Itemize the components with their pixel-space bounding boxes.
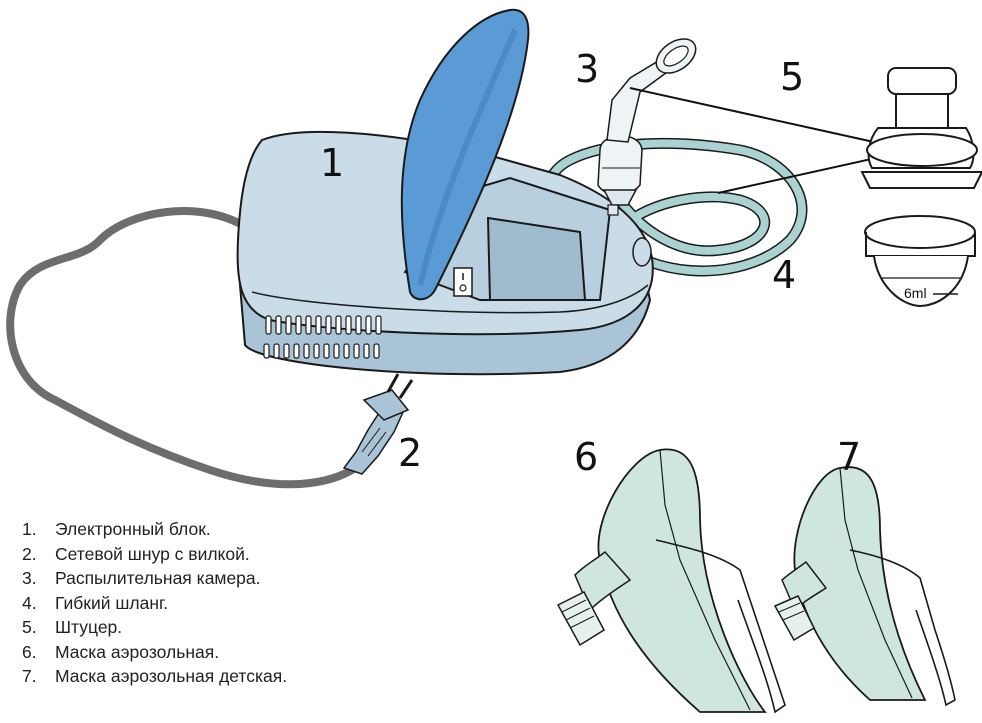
- vent-slot: [374, 344, 379, 358]
- vent-slot: [304, 344, 309, 358]
- vent-slot: [296, 316, 301, 334]
- legend-item: 5.Штуцер.: [22, 615, 287, 640]
- callout-7: 7: [837, 435, 861, 479]
- vent-slot: [326, 316, 331, 334]
- vent-slot: [314, 344, 319, 358]
- adult-mask: [558, 449, 785, 712]
- callout-1: 1: [320, 141, 344, 185]
- vent-slot: [344, 344, 349, 358]
- vent-slot: [324, 344, 329, 358]
- parts-legend: 1.Электронный блок. 2.Сетевой шнур с вил…: [22, 517, 287, 689]
- legend-item: 7.Маска аэрозольная детская.: [22, 664, 287, 689]
- vent-slot: [264, 344, 269, 358]
- power-switch: [454, 268, 472, 296]
- medication-cup: 6ml: [865, 216, 975, 306]
- callout-3: 3: [575, 47, 599, 91]
- vent-slot: [274, 344, 279, 358]
- cup-scale-label: 6ml: [904, 285, 927, 301]
- vent-slot: [266, 316, 271, 334]
- legend-item: 1.Электронный блок.: [22, 517, 287, 542]
- vent-slot: [366, 316, 371, 334]
- callout-5: 5: [780, 55, 804, 99]
- vent-slot: [284, 344, 289, 358]
- vent-slot: [336, 316, 341, 334]
- vent-slot: [286, 316, 291, 334]
- callout-6: 6: [574, 435, 598, 479]
- vent-slot: [334, 344, 339, 358]
- legend-item: 4.Гибкий шланг.: [22, 591, 287, 616]
- vent-slot: [356, 316, 361, 334]
- vent-slot: [294, 344, 299, 358]
- nebulizer-chamber: [598, 32, 702, 215]
- fitting-adapter: [862, 68, 982, 188]
- vent-slot: [364, 344, 369, 358]
- child-mask: [775, 467, 955, 705]
- legend-item: 3.Распылительная камера.: [22, 566, 287, 591]
- vent-slot: [316, 316, 321, 334]
- vent-slot: [346, 316, 351, 334]
- vent-slot: [376, 316, 381, 334]
- vent-slot: [306, 316, 311, 334]
- legend-item: 6.Маска аэрозольная.: [22, 640, 287, 665]
- vent-slot: [354, 344, 359, 358]
- vent-slot: [276, 316, 281, 334]
- callout-2: 2: [398, 431, 422, 475]
- callout-4: 4: [772, 253, 796, 297]
- legend-item: 2.Сетевой шнур с вилкой.: [22, 542, 287, 567]
